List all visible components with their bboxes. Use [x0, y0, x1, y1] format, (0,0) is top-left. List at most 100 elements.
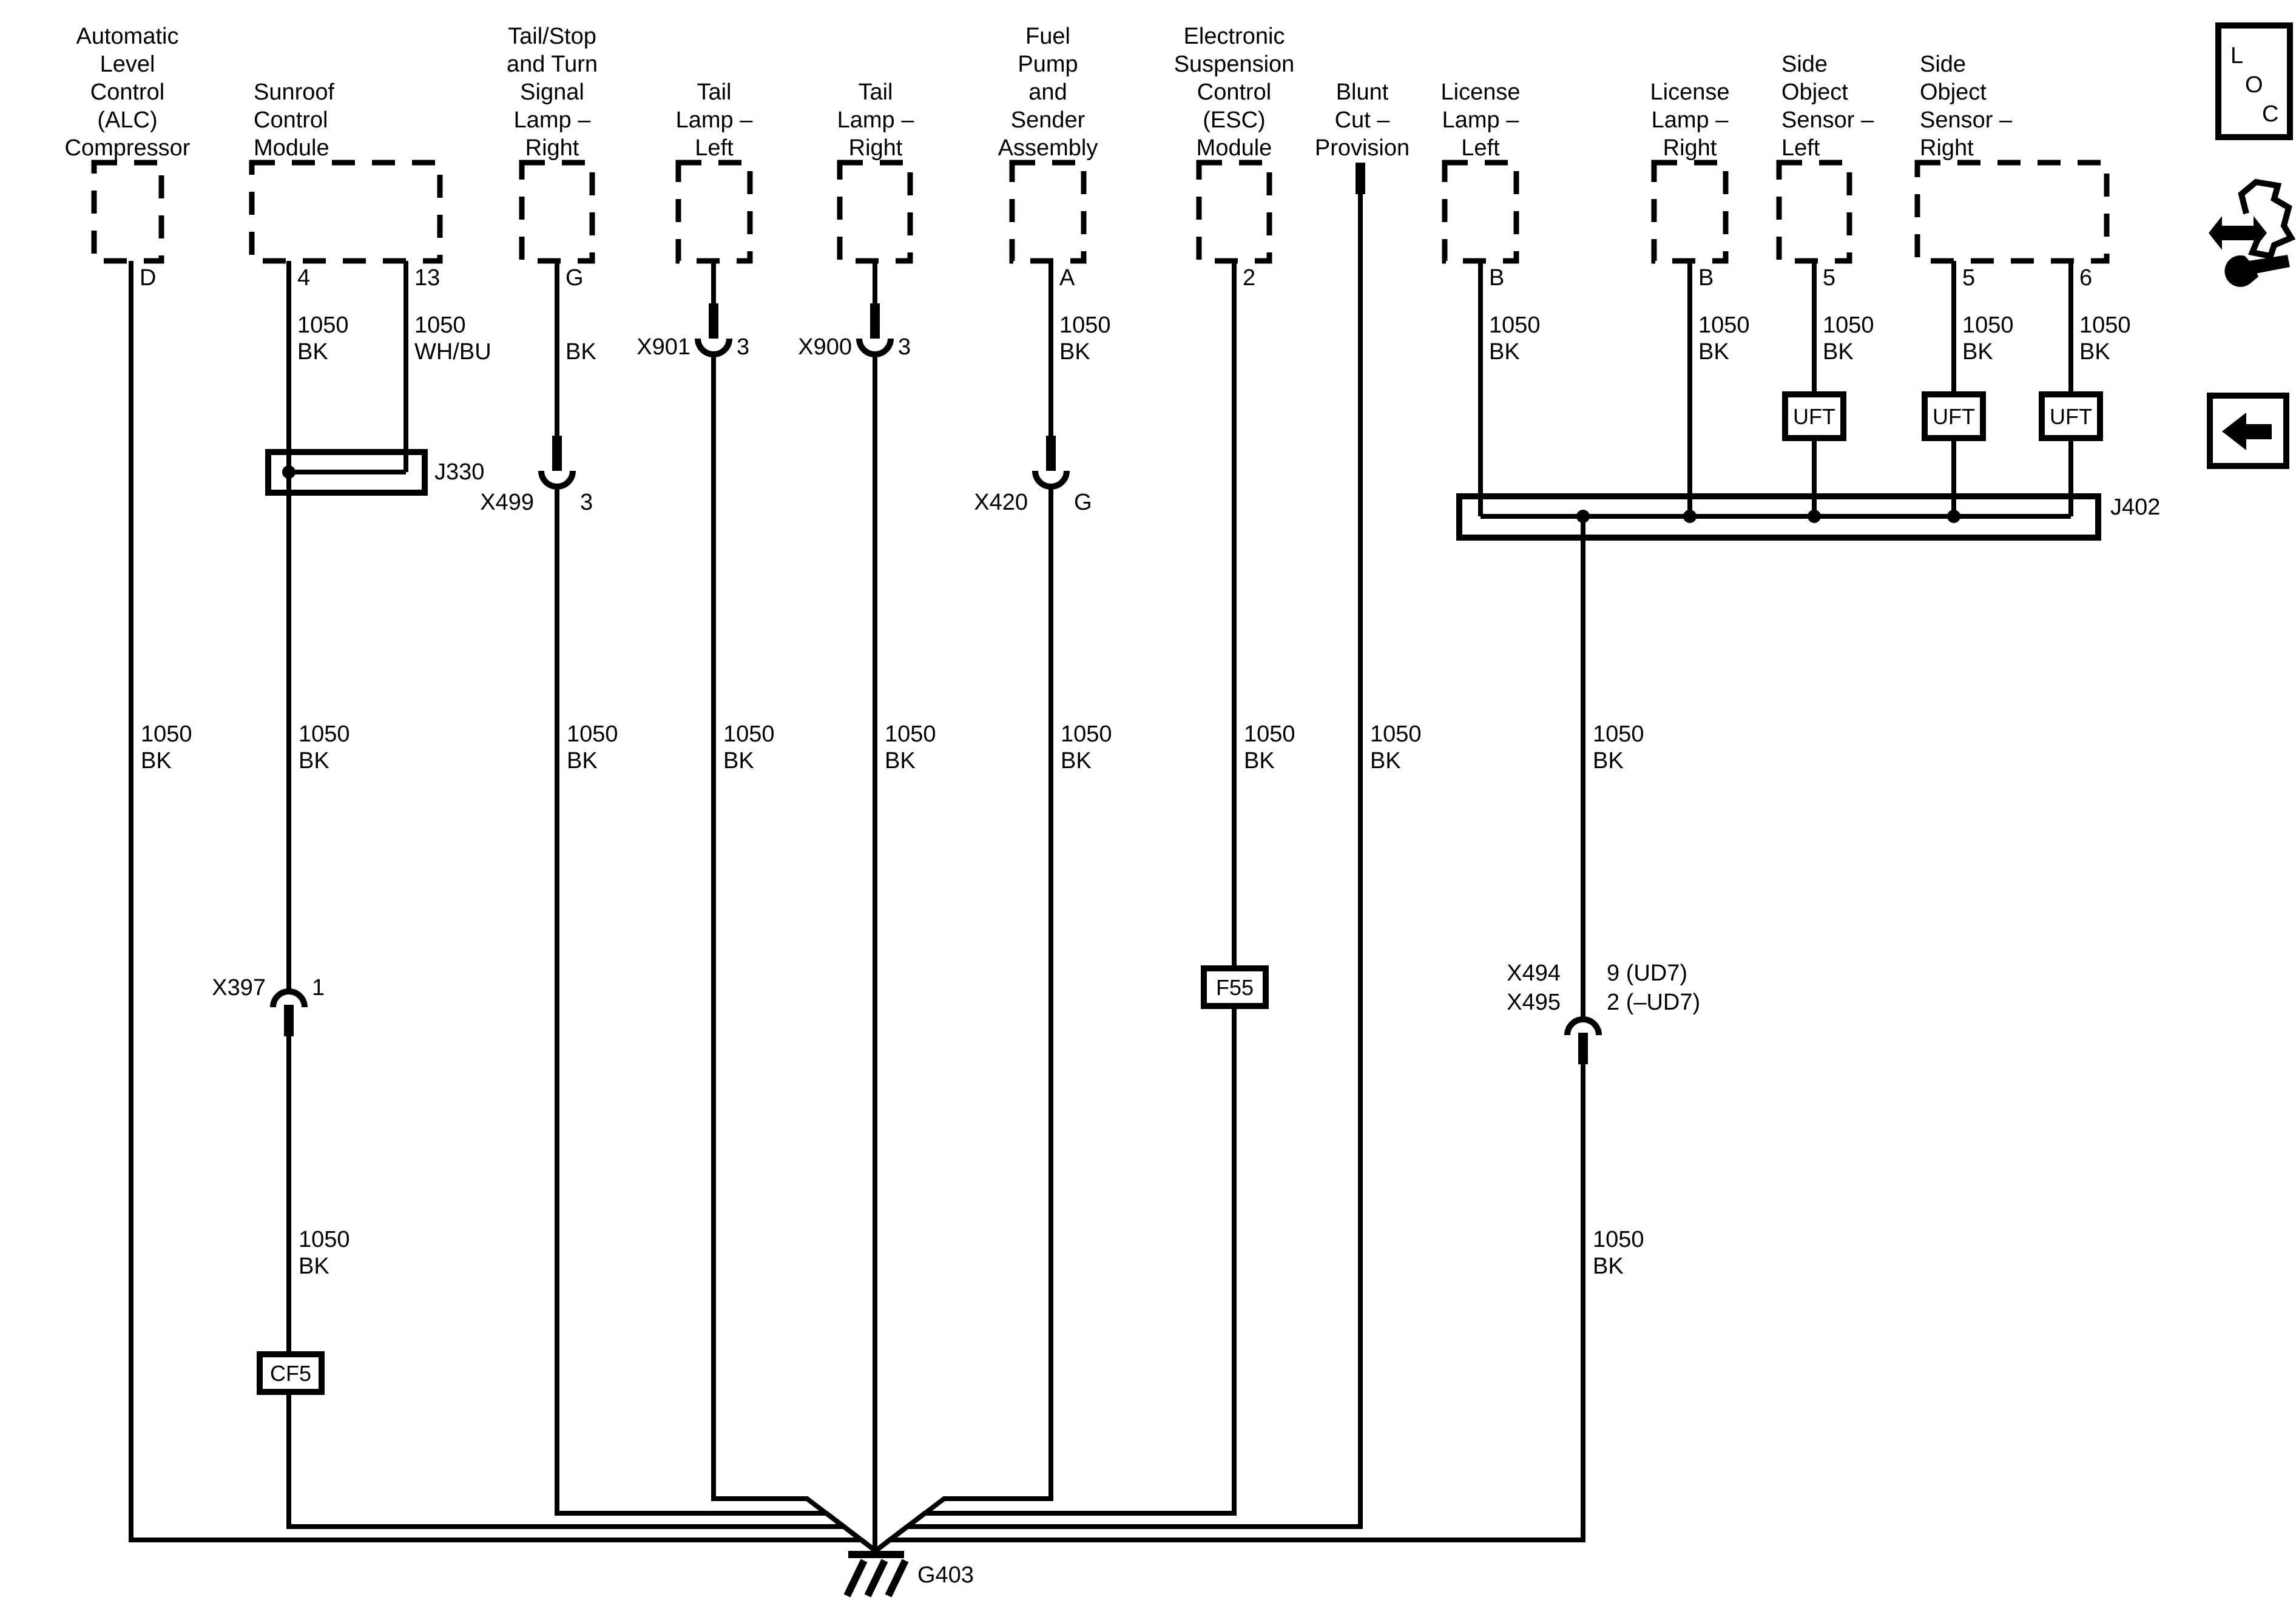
component-box-alc — [91, 160, 164, 264]
component-label: Control — [90, 79, 165, 105]
component-label: Signal — [520, 79, 584, 105]
component-label: Pump — [1018, 52, 1078, 77]
ground-g403: G403 — [843, 1551, 974, 1598]
splice-label: J402 — [2110, 495, 2160, 520]
component-label: Level — [100, 52, 155, 77]
ground-hatch-icon — [885, 1559, 909, 1598]
component-label: Suspension — [1174, 52, 1295, 77]
connector-label: X420 — [974, 490, 1028, 515]
component-box-tail-lamp-left — [675, 160, 753, 264]
pin-label: B — [1489, 265, 1504, 291]
wrench-handle-icon — [2249, 255, 2290, 274]
component-label: Module — [1197, 135, 1272, 161]
wire-gauge: 1050 — [1823, 312, 1874, 338]
splice-junction-dot — [1947, 510, 1960, 523]
component-label: Right — [1920, 135, 1974, 161]
wire-color: BK — [1698, 339, 1729, 365]
component-label: Sunroof — [254, 79, 335, 105]
component-license-lamp-right: License Lamp – Right B — [1650, 79, 1730, 291]
connector-socket-icon — [856, 338, 894, 357]
wire-color: BK — [299, 748, 329, 774]
ground-label: G403 — [917, 1562, 974, 1588]
wire-gauge: 1050 — [1489, 312, 1541, 338]
connector-pin: G — [1074, 490, 1092, 515]
wire-gauge: 1050 — [1593, 721, 1644, 747]
wire-color: BK — [1593, 1254, 1624, 1279]
splice-box — [265, 449, 428, 496]
wires — [129, 165, 2073, 1553]
wire-gauge: 1050 — [1370, 721, 1422, 747]
connector-pin: 3 — [898, 334, 911, 360]
connector-pin-icon — [870, 303, 880, 339]
component-tail-lamp-left: Tail Lamp – Left — [675, 79, 754, 264]
wire-gauge: 1050 — [567, 721, 618, 747]
wire-sunroof-pin4-lower — [286, 1036, 877, 1553]
component-label: Lamp – — [676, 107, 754, 133]
wire-color: BK — [1593, 748, 1624, 774]
component-label: Automatic — [76, 24, 179, 49]
component-label: Right — [1663, 135, 1717, 161]
splice-box — [1456, 493, 2101, 541]
component-box-fuel-pump — [1009, 160, 1087, 264]
splice-j330: J330 — [265, 449, 484, 496]
pin-label: 5 — [1962, 265, 1975, 291]
wire-gauge: 1050 — [1593, 1227, 1644, 1252]
pin-label: A — [1059, 265, 1075, 291]
wire-gauge: 1050 — [2079, 312, 2131, 338]
wire-j402-drop-lower — [874, 1064, 1585, 1553]
wire-color: BK — [1823, 339, 1854, 365]
wire-blunt-cut — [874, 165, 1363, 1553]
wire-gauge: 1050 — [1962, 312, 2014, 338]
connector-x901: X901 3 — [636, 303, 749, 360]
component-label: Left — [695, 135, 734, 161]
component-label: Side — [1781, 52, 1828, 77]
connector-label: X495 — [1507, 990, 1561, 1015]
component-label: Control — [254, 107, 328, 133]
component-box-sos-left — [1776, 160, 1852, 264]
wire-alc — [129, 261, 877, 1553]
wire-color: BK — [1244, 748, 1275, 774]
connector-pin-icon — [1046, 436, 1056, 471]
wire-tailstop-lower — [555, 486, 877, 1553]
routing-outline-icon — [2238, 178, 2296, 260]
uft-label: UFT — [1793, 404, 1835, 429]
loc-letter: L — [2230, 43, 2243, 69]
loc-letter: C — [2262, 101, 2278, 127]
connector-pin: 9 (UD7) — [1607, 960, 1687, 986]
f55-label: F55 — [1216, 975, 1254, 1000]
wire-gauge-labels-low: 1050 BK 1050 BK — [299, 1227, 1644, 1279]
wire-tail-left-lower — [711, 354, 877, 1553]
connector-x420: X420 G — [974, 436, 1092, 515]
splice-junction-dot — [1576, 510, 1590, 523]
component-alc: Automatic Level Control (ALC) Compressor… — [65, 24, 191, 291]
blunt-cut-end — [1356, 163, 1365, 194]
wire-gauge: 1050 — [1059, 312, 1111, 338]
connector-label: X901 — [636, 334, 690, 360]
component-label: Lamp – — [1652, 107, 1729, 133]
splice-junction-dot — [1808, 510, 1821, 523]
wrench-icon — [2209, 178, 2296, 287]
wire-color: BK — [141, 748, 172, 774]
connector-x900: X900 3 — [798, 303, 911, 360]
wire-color: BK — [297, 339, 328, 365]
wire-color: BK — [1489, 339, 1520, 365]
double-arrow-icon — [2209, 216, 2267, 250]
connector-socket-icon — [1032, 470, 1070, 490]
wire-color: BK — [1061, 748, 1092, 774]
connector-x397: X397 1 — [212, 975, 325, 1036]
component-label: Cut – — [1335, 107, 1391, 133]
wire-gauge: 1050 — [1698, 312, 1750, 338]
component-label: and — [1028, 79, 1067, 105]
wire-color: BK — [299, 1254, 329, 1279]
component-label: License — [1441, 79, 1521, 105]
component-label: Assembly — [998, 135, 1098, 161]
pin-label: 5 — [1823, 265, 1835, 291]
component-tail-lamp-right: Tail Lamp – Right — [837, 79, 914, 264]
loc-box — [2215, 22, 2293, 140]
wire-color: BK — [1059, 339, 1090, 365]
component-label: Right — [849, 135, 903, 161]
component-tail-stop-turn: Tail/Stop and Turn Signal Lamp – Right G — [507, 24, 598, 291]
uft-label: UFT — [1933, 404, 1975, 429]
cf5-box — [257, 1351, 325, 1395]
